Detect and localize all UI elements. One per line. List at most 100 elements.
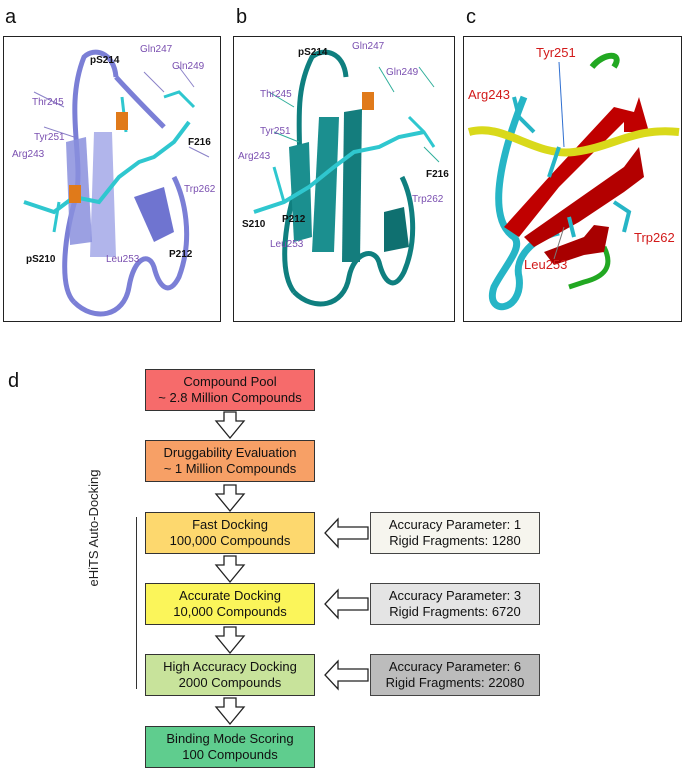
left-arrow — [324, 659, 369, 691]
panel-c-letter: c — [466, 6, 476, 28]
beta-sheet — [524, 147, 644, 247]
param-high-accuracy-docking: Accuracy Parameter: 6 Rigid Fragments: 2… — [370, 654, 540, 696]
label-leader — [558, 61, 565, 148]
param-fast-docking: Accuracy Parameter: 1 Rigid Fragments: 1… — [370, 512, 540, 554]
label-p212: P212 — [282, 214, 306, 225]
panel-b-letter: b — [236, 6, 248, 28]
phosphate-group — [69, 185, 81, 203]
panel-c-structure: Tyr251 Arg243 Trp262 Leu253 — [463, 36, 682, 322]
label-leader — [553, 226, 565, 260]
panel-d-letter: d — [8, 370, 20, 392]
down-arrow — [214, 626, 246, 655]
label-trp262: Trp262 — [634, 230, 675, 245]
step-subtitle: 100,000 Compounds — [169, 533, 291, 548]
label-tyr251: Tyr251 — [260, 126, 291, 137]
label-f216: F216 — [188, 137, 211, 148]
label-gln249: Gln249 — [172, 61, 205, 72]
beta-strand — [342, 109, 362, 262]
step-title: Compound Pool — [183, 374, 277, 389]
label-gln247: Gln247 — [140, 44, 173, 55]
beta-sheet — [544, 225, 609, 265]
panel-b-render: pS214 Gln247 Gln249 Thr245 Tyr251 Arg243… — [238, 41, 449, 307]
left-arrow — [324, 517, 369, 549]
peptide-sidechain — [272, 115, 436, 203]
residue-lines — [268, 66, 440, 163]
down-arrow — [214, 555, 246, 584]
label-p212: P212 — [169, 249, 193, 260]
label-leu253: Leu253 — [524, 257, 567, 272]
param-accurate-docking: Accuracy Parameter: 3 Rigid Fragments: 6… — [370, 583, 540, 625]
param-fragments: Rigid Fragments: 22080 — [385, 675, 525, 690]
step-druggability-evaluation: Druggability Evaluation ~ 1 Million Comp… — [145, 440, 315, 482]
step-title: Fast Docking — [192, 517, 268, 532]
ribbon-loop — [282, 49, 349, 294]
label-thr245: Thr245 — [260, 89, 292, 100]
label-gln247: Gln247 — [352, 41, 385, 52]
beta-strand — [134, 187, 174, 242]
step-subtitle: ~ 2.8 Million Compounds — [158, 390, 302, 405]
label-arg243: Arg243 — [468, 87, 510, 102]
ribbon-loop — [114, 75, 166, 129]
step-accurate-docking: Accurate Docking 10,000 Compounds — [145, 583, 315, 625]
beta-sheet — [504, 97, 649, 237]
label-leu253: Leu253 — [106, 254, 140, 265]
label-ps214: pS214 — [298, 47, 328, 58]
down-arrow — [214, 484, 246, 513]
step-subtitle: 100 Compounds — [182, 747, 278, 762]
down-arrow — [214, 411, 246, 440]
param-accuracy: Accuracy Parameter: 3 — [388, 588, 522, 603]
panel-c-render: Tyr251 Arg243 Trp262 Leu253 — [464, 37, 681, 321]
label-ps210: pS210 — [26, 254, 56, 265]
panel-a-structure: pS214 Gln247 Gln249 Thr245 Tyr251 Arg243… — [3, 36, 221, 322]
ribbon-loop — [72, 175, 190, 317]
panel-a-letter: a — [5, 6, 17, 28]
panel-b-structure: pS214 Gln247 Gln249 Thr245 Tyr251 Arg243… — [233, 36, 455, 322]
param-fragments: Rigid Fragments: 6720 — [389, 604, 521, 619]
phosphate-group — [362, 92, 374, 110]
label-tyr251: Tyr251 — [536, 45, 576, 60]
down-arrow — [214, 697, 246, 726]
step-binding-mode-scoring: Binding Mode Scoring 100 Compounds — [145, 726, 315, 768]
label-tyr251: Tyr251 — [34, 132, 65, 143]
step-title: Binding Mode Scoring — [166, 731, 294, 746]
step-subtitle: 10,000 Compounds — [173, 604, 287, 619]
peptide-ribbon — [467, 126, 680, 157]
residue-lines — [33, 66, 210, 158]
peptide-backbone — [253, 130, 425, 214]
step-high-accuracy-docking: High Accuracy Docking 2000 Compounds — [145, 654, 315, 696]
label-s210: S210 — [242, 219, 266, 230]
green-loop — [568, 245, 611, 290]
left-arrow — [324, 588, 369, 620]
label-arg243: Arg243 — [12, 149, 45, 160]
label-thr245: Thr245 — [32, 97, 64, 108]
step-subtitle: ~ 1 Million Compounds — [163, 461, 297, 476]
sidechain-sticks — [512, 96, 632, 238]
step-fast-docking: Fast Docking 100,000 Compounds — [145, 512, 315, 554]
label-trp262: Trp262 — [412, 194, 444, 205]
step-title: Accurate Docking — [179, 588, 281, 603]
label-trp262: Trp262 — [184, 184, 216, 195]
coil — [488, 95, 560, 311]
phosphate-group — [116, 112, 128, 130]
param-accuracy: Accuracy Parameter: 6 — [388, 659, 522, 674]
label-f216: F216 — [426, 169, 449, 180]
ribbon-loop — [292, 175, 416, 307]
param-accuracy: Accuracy Parameter: 1 — [388, 517, 522, 532]
step-title: High Accuracy Docking — [163, 659, 297, 674]
green-loop — [589, 52, 620, 70]
label-arg243: Arg243 — [238, 151, 271, 162]
label-leu253: Leu253 — [270, 239, 304, 250]
panel-a-render: pS214 Gln247 Gln249 Thr245 Tyr251 Arg243… — [12, 44, 216, 317]
step-compound-pool: Compound Pool ~ 2.8 Million Compounds — [145, 369, 315, 411]
label-ps214: pS214 — [90, 55, 120, 66]
beta-strand — [384, 207, 409, 252]
label-gln249: Gln249 — [386, 67, 419, 78]
param-fragments: Rigid Fragments: 1280 — [389, 533, 521, 548]
peptide-backbone — [23, 120, 191, 215]
step-subtitle: 2000 Compounds — [178, 675, 282, 690]
beta-strand — [312, 117, 339, 252]
ehits-side-label: eHiTS Auto-Docking — [86, 469, 101, 587]
ehits-bracket — [136, 517, 145, 689]
step-title: Druggability Evaluation — [163, 445, 297, 460]
